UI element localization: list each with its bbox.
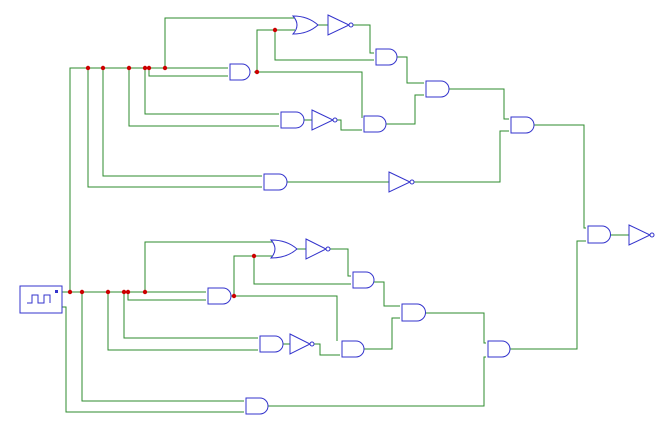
wire	[337, 119, 362, 131]
wire	[123, 292, 258, 339]
and-gate	[352, 271, 375, 289]
wire	[364, 317, 400, 350]
clock-source	[19, 285, 63, 314]
wire	[314, 343, 340, 356]
and-gate	[363, 115, 387, 133]
wire	[144, 68, 279, 115]
wire	[164, 17, 295, 68]
wire-junction	[231, 293, 237, 299]
wire-junction	[126, 65, 132, 71]
wire-junction	[251, 253, 257, 259]
and-gate	[263, 173, 288, 191]
wire-junction	[146, 65, 152, 71]
not-gate	[628, 224, 652, 246]
not-gate	[327, 14, 351, 36]
wire-junction	[105, 289, 111, 295]
wire-junction	[142, 289, 148, 295]
and-gate	[587, 225, 611, 244]
wire	[148, 68, 228, 77]
wire	[128, 68, 279, 127]
wire	[510, 240, 586, 350]
wire	[81, 292, 244, 402]
wire	[397, 56, 424, 84]
and-gate	[401, 303, 426, 322]
wire	[449, 88, 509, 120]
clock-source-icon	[27, 294, 51, 304]
wire	[69, 67, 165, 292]
and-gate	[229, 63, 251, 81]
and-gate	[245, 397, 269, 415]
or-gates	[269, 15, 319, 259]
wire	[330, 248, 351, 277]
wire	[127, 292, 206, 301]
wire	[231, 255, 273, 297]
and-gate	[425, 80, 450, 98]
wire	[102, 68, 262, 177]
wire-junction	[142, 65, 148, 71]
and-gate	[207, 287, 232, 305]
not-gate	[388, 171, 412, 193]
and-gate	[259, 335, 284, 353]
and-gate	[341, 340, 365, 358]
wire	[386, 94, 424, 125]
and-gate	[375, 48, 398, 66]
wire-junction	[254, 69, 260, 75]
wire	[257, 71, 363, 118]
wire	[87, 68, 262, 188]
wire	[253, 256, 351, 285]
wire-junction	[67, 289, 73, 295]
wire-junction	[121, 289, 127, 295]
and-gate	[510, 116, 535, 134]
wires	[62, 17, 629, 413]
or-gate	[291, 15, 319, 35]
wire	[268, 356, 486, 407]
wire	[62, 306, 244, 413]
wire	[374, 281, 400, 307]
wire-junction	[79, 289, 85, 295]
wire	[274, 30, 374, 61]
wire-junction	[100, 65, 106, 71]
wire-junction	[85, 65, 91, 71]
or-gate	[269, 239, 298, 259]
wire	[414, 130, 509, 183]
wire	[534, 124, 586, 229]
wire	[425, 312, 486, 344]
and-gate	[280, 111, 305, 129]
not-gate	[305, 238, 328, 260]
wire-junction	[125, 289, 131, 295]
wire-junction	[162, 65, 168, 71]
not-gates	[289, 14, 655, 355]
wire	[234, 295, 338, 341]
not-gate	[311, 109, 335, 131]
and-gate	[487, 340, 511, 358]
and-gates	[207, 48, 611, 415]
junctions	[67, 27, 278, 299]
wire	[353, 24, 374, 54]
wire-junction	[272, 27, 278, 33]
not-gate	[289, 333, 312, 355]
wire	[144, 241, 273, 292]
wire	[107, 292, 258, 351]
